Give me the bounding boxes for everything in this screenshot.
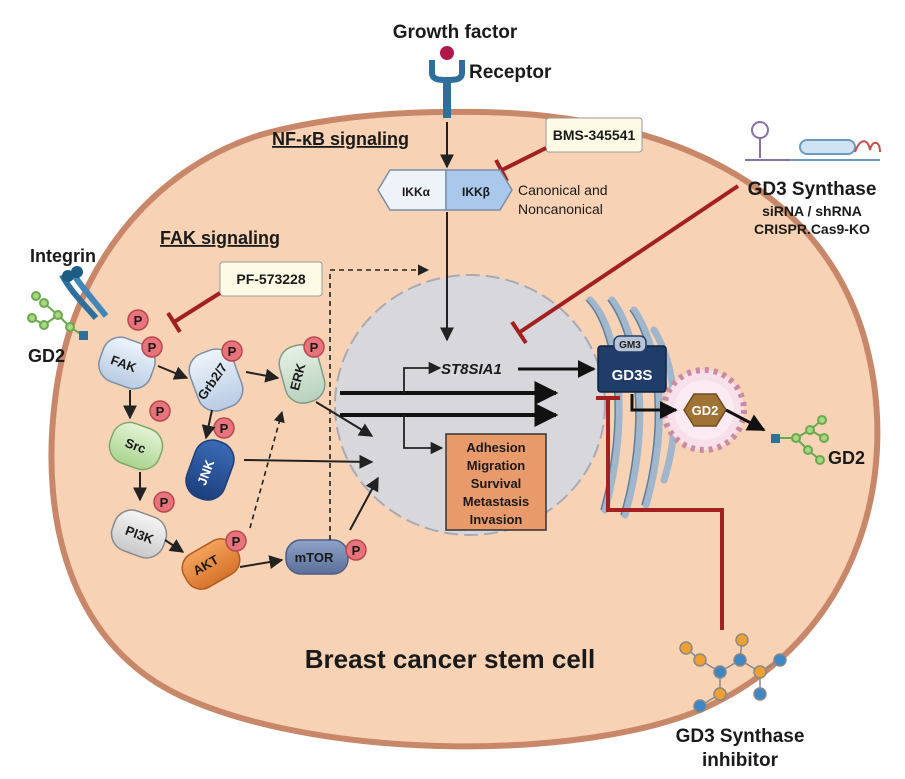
- gd2-glycan-left-icon: [27, 291, 88, 340]
- integrin-label: Integrin: [30, 246, 96, 266]
- phospho-akt: [225, 530, 247, 552]
- gd3s-label: GD3S: [612, 367, 653, 384]
- outcomes-box: [445, 433, 547, 531]
- ikk-complex: [377, 169, 513, 211]
- phospho-fak-2: [141, 336, 163, 358]
- st8sia1-gene-label: ST8SIA1: [441, 361, 502, 378]
- grb-node: [188, 348, 244, 412]
- p-label: P: [352, 543, 361, 558]
- inhibitor-label-1: GD3 Synthase: [676, 726, 805, 747]
- nuclear-arrows: [340, 381, 559, 427]
- phospho-circles: [127, 309, 367, 561]
- receptor-label: Receptor: [469, 62, 552, 83]
- p-label: P: [220, 421, 229, 436]
- outcome-item: Metastasis: [463, 494, 529, 509]
- nfkb-signaling-title: NF-κB signaling: [272, 129, 409, 149]
- p-label: P: [160, 495, 169, 510]
- gd3s-to-gd2-arrow: [630, 394, 678, 419]
- gm3-label: GM3: [619, 340, 641, 351]
- p-label: P: [148, 340, 157, 355]
- phospho-pi3k: [153, 491, 175, 513]
- crispr-label: CRISPR.Cas9-KO: [754, 221, 870, 237]
- outcome-item: Migration: [467, 458, 526, 473]
- bms-label: BMS-345541: [553, 127, 636, 143]
- gm3-tag: [613, 335, 647, 353]
- canonical-label-1: Canonical and: [518, 182, 608, 198]
- src-label: Src: [123, 435, 148, 456]
- ikkb-label: IKKβ: [462, 185, 490, 199]
- inhibitor-line: [596, 396, 724, 630]
- bms-box: [545, 117, 643, 153]
- phospho-labels: P P P P P P P P P: [134, 313, 361, 558]
- pf-label: PF-573228: [236, 271, 305, 287]
- p-label: P: [228, 344, 237, 359]
- phospho-erk: [303, 336, 325, 358]
- pf-box: [219, 261, 323, 297]
- pi3k-node: [110, 509, 168, 559]
- mtor-label: mTOR: [295, 550, 334, 565]
- inhibitor-label-2: inhibitor: [702, 750, 779, 771]
- phospho-src: [149, 400, 171, 422]
- phospho-fak-1: [127, 309, 149, 331]
- gd2-vesicle-label: GD2: [692, 403, 719, 418]
- p-label: P: [310, 340, 319, 355]
- pf-inhibit-arrow: [166, 291, 222, 334]
- p-label: P: [232, 534, 241, 549]
- sirna-inhibit-arrow: [510, 184, 740, 345]
- p-label: P: [156, 404, 165, 419]
- outcome-item: Adhesion: [466, 440, 525, 455]
- erk-label: ERK: [287, 361, 309, 392]
- inhibitor-molecule-icon: [679, 633, 787, 713]
- sirna-label: siRNA / shRNA: [762, 203, 862, 219]
- fak-node: [98, 336, 156, 390]
- fak-signaling-title: FAK signaling: [160, 228, 280, 248]
- gd2-right-label: GD2: [828, 448, 865, 468]
- branch-arrows: [403, 361, 444, 455]
- growth-factor-icon: [440, 46, 454, 60]
- outcomes-list: Adhesion Migration Survival Metastasis I…: [463, 440, 529, 527]
- phospho-grb: [221, 340, 243, 362]
- kinase-arrows: [123, 365, 379, 569]
- canonical-label-2: Noncanonical: [518, 201, 603, 217]
- gd3-synthase-title: GD3 Synthase: [748, 179, 877, 200]
- receptor-icon: [429, 60, 465, 118]
- growth-factor-label: Growth factor: [393, 22, 518, 43]
- outcome-item: Survival: [471, 476, 522, 491]
- dashed-arrows: [249, 264, 430, 540]
- sirna-crispr-icon: [745, 121, 881, 161]
- erk-node: [278, 344, 326, 404]
- gd2-export-arrow: [725, 408, 766, 432]
- gd2-glycan-right-icon: [771, 415, 829, 465]
- gd2-left-label: GD2: [28, 346, 65, 366]
- cell-title: Breast cancer stem cell: [305, 644, 596, 674]
- jnk-node: [185, 439, 235, 501]
- outcome-item: Invasion: [470, 512, 523, 527]
- p-label: P: [134, 313, 143, 328]
- phospho-mtor: [345, 539, 367, 561]
- src-node: [108, 421, 164, 471]
- ikka-label: IKKα: [402, 185, 431, 199]
- integrin-icon: [59, 266, 109, 320]
